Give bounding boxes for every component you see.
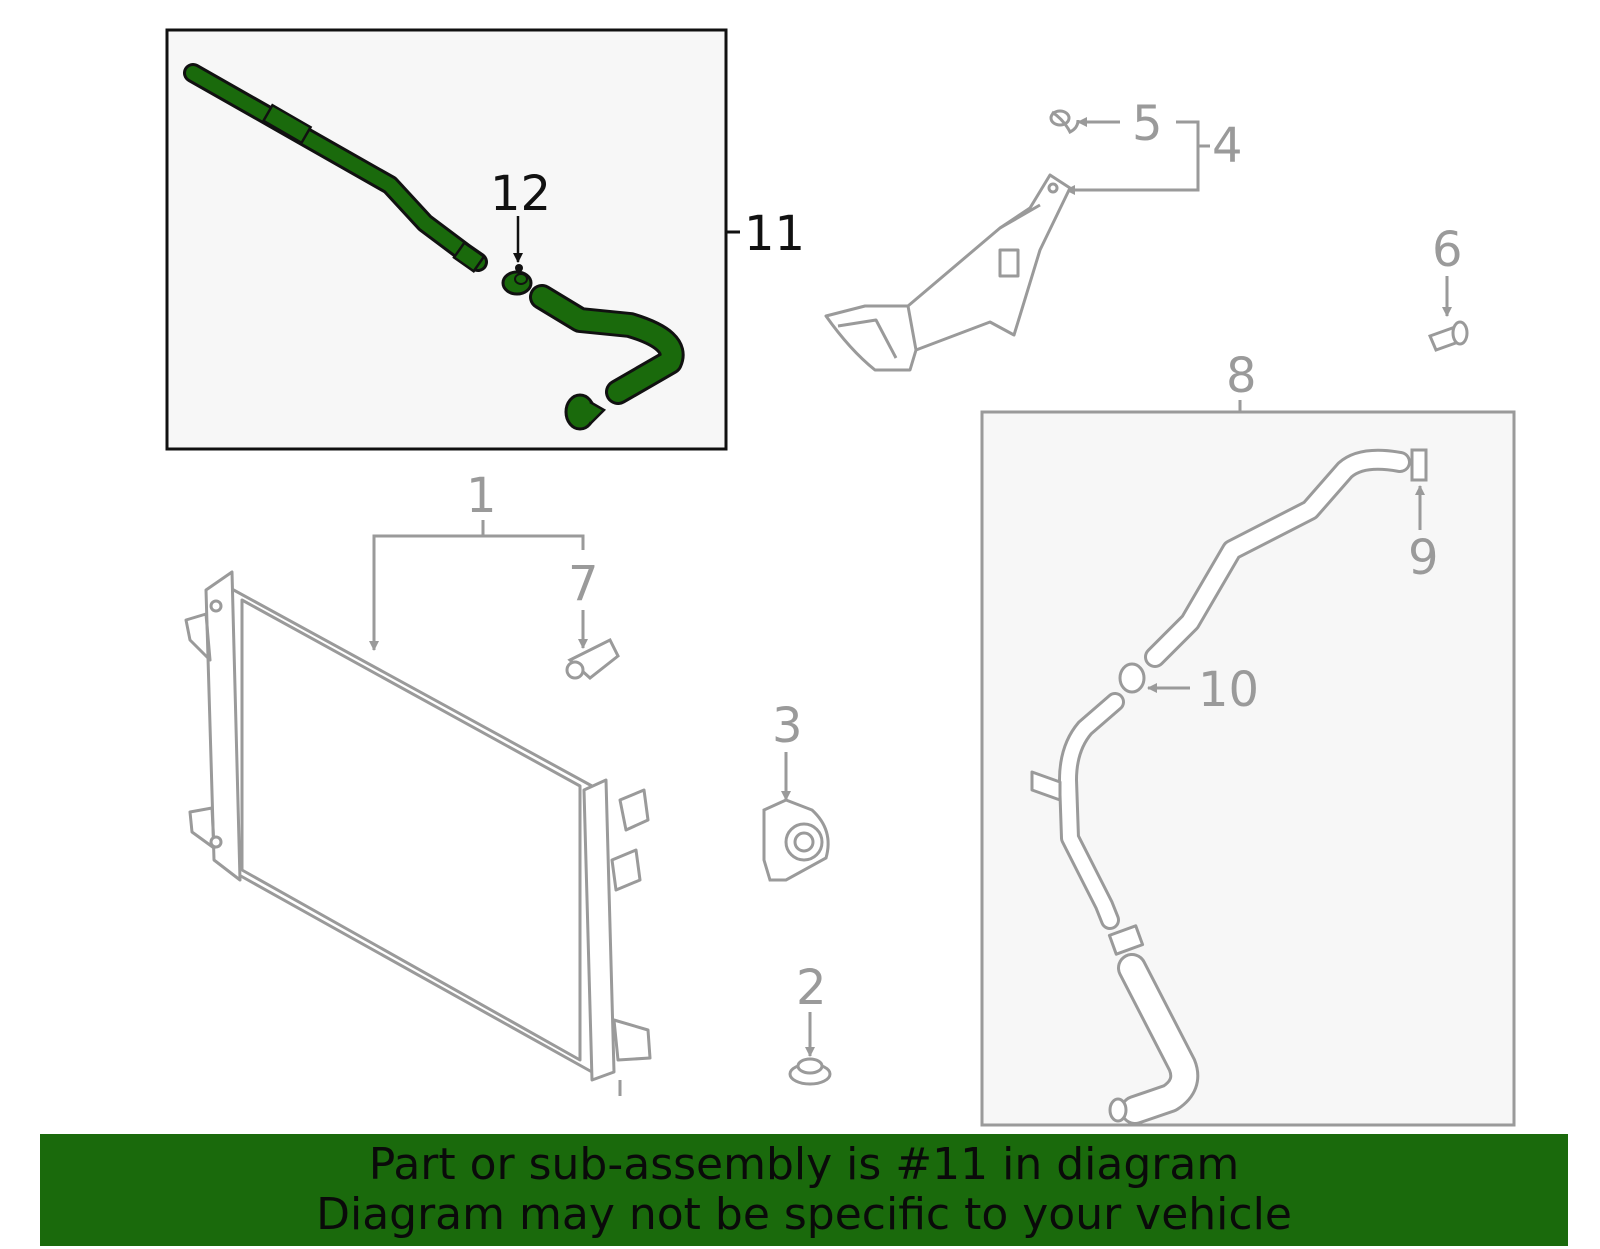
callout-9[interactable]: 9 <box>1408 530 1439 586</box>
part-7-drain-plug[interactable] <box>565 637 620 680</box>
part-4-air-guide[interactable] <box>824 173 1072 372</box>
part-5-clip[interactable] <box>1049 109 1080 135</box>
callout-11[interactable]: 11 <box>744 206 805 262</box>
part-12-clamp[interactable] <box>501 264 533 296</box>
callout-6[interactable]: 6 <box>1432 222 1463 278</box>
part-8-lower-hose[interactable] <box>1108 953 1200 1125</box>
footer-line-1: Part or sub-assembly is #11 in diagram <box>368 1139 1240 1190</box>
callout-4-bracket <box>1065 120 1200 195</box>
callout-5[interactable]: 5 <box>1132 96 1163 152</box>
part-3-mount-bracket[interactable] <box>762 798 830 882</box>
part-6-fastener[interactable] <box>1427 320 1469 352</box>
callout-1[interactable]: 1 <box>466 468 497 524</box>
callout-3[interactable]: 3 <box>772 698 803 754</box>
footer-banner: Part or sub-assembly is #11 in diagram D… <box>40 1134 1568 1246</box>
callout-4[interactable]: 4 <box>1212 118 1243 174</box>
part-11-upper-hose[interactable] <box>183 63 488 273</box>
part-8-upper-hose[interactable] <box>1144 448 1411 668</box>
part-1-radiator[interactable] <box>184 570 652 1096</box>
callout-1-bracket <box>372 520 585 646</box>
callout-10[interactable]: 10 <box>1198 662 1259 718</box>
footer-line-2: Diagram may not be specific to your vehi… <box>316 1189 1292 1240</box>
part-8-metal-pipe[interactable] <box>1030 692 1145 956</box>
callout-8[interactable]: 8 <box>1226 348 1257 404</box>
part-11-lower-clamp[interactable] <box>564 393 607 431</box>
part-11-lower-hose[interactable] <box>529 284 685 405</box>
callout-12[interactable]: 12 <box>490 166 551 222</box>
callout-7[interactable]: 7 <box>568 556 599 612</box>
part-10-clamp[interactable] <box>1118 662 1146 694</box>
part-9-clip[interactable] <box>1410 448 1428 482</box>
callout-2[interactable]: 2 <box>796 960 827 1016</box>
part-2-grommet[interactable] <box>788 1057 832 1086</box>
